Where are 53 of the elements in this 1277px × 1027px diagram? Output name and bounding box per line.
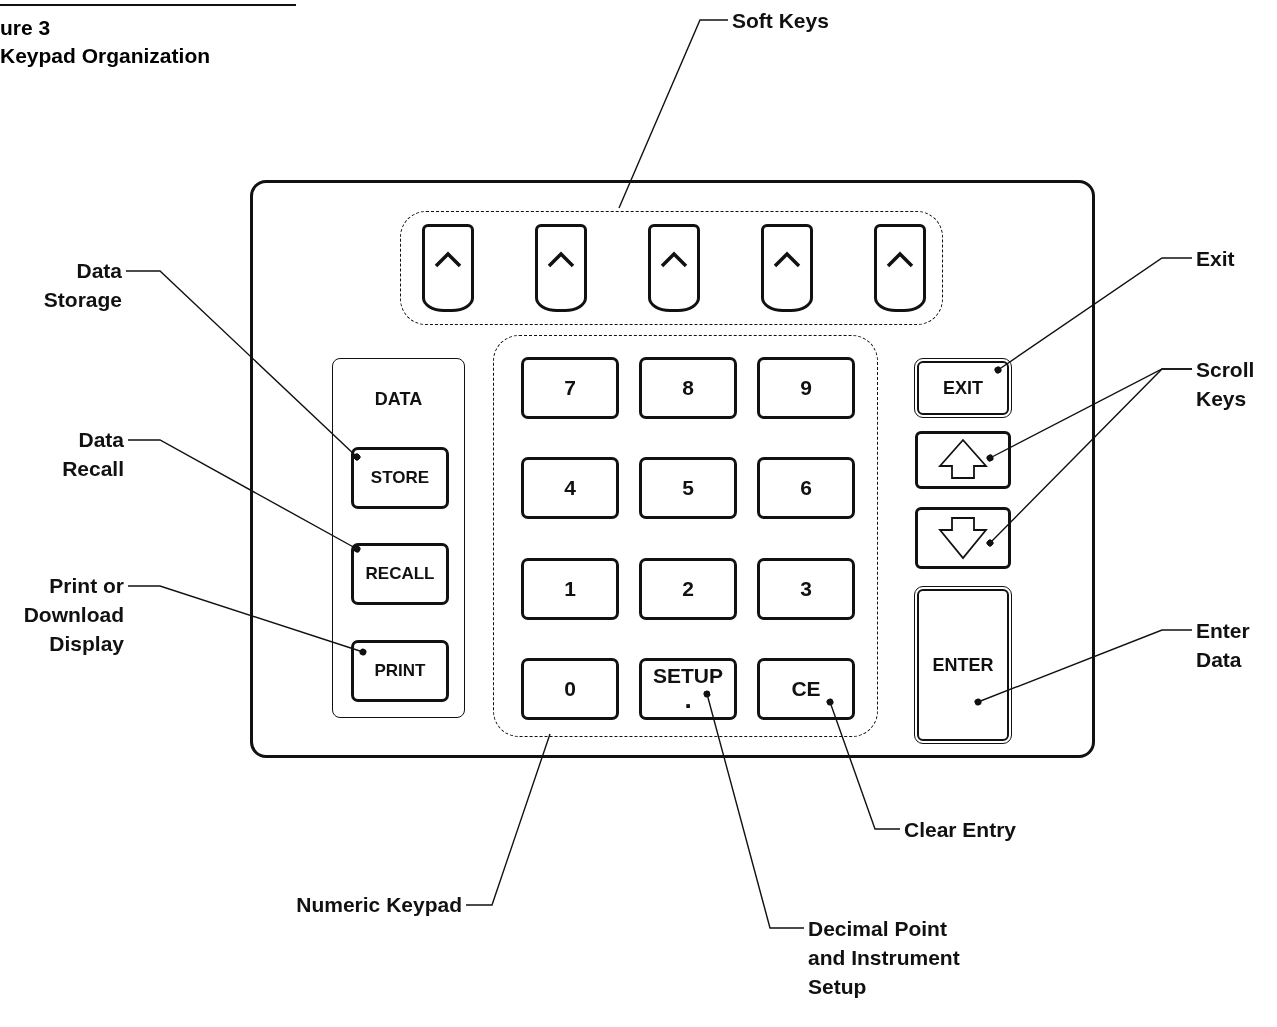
number-key: 8 xyxy=(639,357,737,419)
key-label: SETUP xyxy=(653,663,723,689)
exit-key: EXIT xyxy=(917,361,1009,415)
store-key: STORE xyxy=(351,447,449,509)
figure-number: ure 3 xyxy=(0,15,51,41)
number-key: 6 xyxy=(757,457,855,519)
scroll-up-key xyxy=(915,431,1011,489)
number-key: 3 xyxy=(757,558,855,620)
number-key: 4 xyxy=(521,457,619,519)
leader-line xyxy=(986,368,1193,547)
figure-title: Keypad Organization xyxy=(0,43,211,69)
leader-line xyxy=(127,439,361,553)
soft-key xyxy=(761,224,813,312)
leader-line xyxy=(974,629,1193,706)
callout-label: Clear Entry xyxy=(904,815,1054,843)
recall-key: RECALL xyxy=(351,543,449,605)
enter-key: ENTER xyxy=(917,589,1009,741)
leader-line xyxy=(125,270,361,461)
soft-key xyxy=(535,224,587,312)
number-key: 5 xyxy=(639,457,737,519)
leader-line xyxy=(826,698,901,830)
key-panel xyxy=(332,358,465,718)
soft-key-group xyxy=(400,211,943,325)
leader-line xyxy=(127,585,367,656)
callout-label: Print or Download Display xyxy=(0,571,124,687)
clear-entry-key: CE xyxy=(757,658,855,720)
number-key: 1 xyxy=(521,558,619,620)
callout-label: Enter Data xyxy=(1196,616,1272,674)
keypad-body xyxy=(250,180,1095,758)
soft-key xyxy=(422,224,474,312)
panel-heading: DATA xyxy=(373,389,424,410)
scroll-down-key xyxy=(915,507,1011,569)
setup-key xyxy=(639,658,737,720)
leader-line xyxy=(994,257,1193,374)
number-key: 9 xyxy=(757,357,855,419)
soft-key xyxy=(874,224,926,312)
callout-label: Data Storage xyxy=(10,256,122,314)
leader-line xyxy=(618,19,729,209)
callout-label: Exit xyxy=(1196,244,1256,272)
number-key: 2 xyxy=(639,558,737,620)
soft-key xyxy=(648,224,700,312)
numeric-keypad-group xyxy=(493,335,878,737)
callout-label: Data Recall xyxy=(20,425,124,483)
number-key: 7 xyxy=(521,357,619,419)
leader-line xyxy=(465,733,551,906)
callout-label: Decimal Point and Instrument Setup xyxy=(808,914,988,1027)
callout-label: Soft Keys xyxy=(732,6,862,34)
leader-line xyxy=(703,690,805,929)
callout-label: Numeric Keypad xyxy=(266,890,462,918)
decimal-point: . xyxy=(684,689,692,709)
print-key: PRINT xyxy=(351,640,449,702)
callout-label: Scroll Keys xyxy=(1196,355,1276,413)
number-key: 0 xyxy=(521,658,619,720)
